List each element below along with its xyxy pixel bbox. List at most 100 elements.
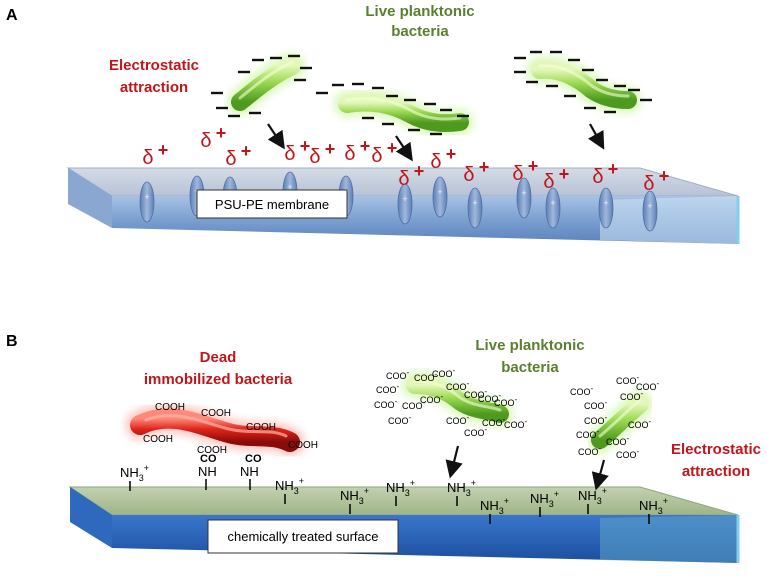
pore-charge-sign: + <box>521 188 526 198</box>
live-bacterium <box>226 52 306 116</box>
pore-charge-sign: + <box>437 187 442 197</box>
delta-plus-sign: + <box>158 140 169 160</box>
attraction-arrow <box>267 123 285 150</box>
surface-label: chemically treated surface <box>227 529 378 544</box>
amide-links: CO CO NH NH <box>198 453 262 490</box>
amine-group-label: NH3+ <box>480 496 509 516</box>
carboxylate-label: COO- <box>420 392 444 405</box>
pore-charge-sign: + <box>603 198 608 208</box>
membrane-pore <box>397 183 413 225</box>
cooh-label: COOH <box>201 408 231 419</box>
carboxylate-label: COO- <box>478 391 502 404</box>
nh-link-label: NH <box>198 464 217 479</box>
carboxylate-label: COO- <box>628 417 652 430</box>
carboxylate-label: COO- <box>414 370 438 383</box>
co-link-label: CO <box>200 453 217 465</box>
attraction-arrow <box>445 445 463 479</box>
delta-plus-sign: + <box>479 157 490 177</box>
delta-charge-symbol: δ <box>543 171 554 193</box>
membrane-pore <box>139 181 155 223</box>
delta-charge-symbol: δ <box>142 147 153 169</box>
membrane-pore <box>545 187 561 229</box>
membrane-pore <box>432 176 448 218</box>
pore-charge-sign: + <box>287 182 292 192</box>
amine-group-label: NH3+ <box>386 478 415 498</box>
carboxylate-label: COO- <box>376 382 400 395</box>
carboxylate-label: COO- <box>386 368 410 381</box>
carboxylate-label: COO- <box>620 389 644 402</box>
delta-plus-sign: + <box>528 156 539 176</box>
panel-b-electrostatic-heading-line1: Electrostatic <box>671 441 761 458</box>
panel-b-live-bacteria-heading-line2: bacteria <box>501 359 559 376</box>
cooh-label: COOH <box>197 445 227 456</box>
delta-charge-symbol: δ <box>398 168 409 190</box>
carboxylate-label: COO- <box>584 413 608 426</box>
delta-plus-sign: + <box>300 136 311 156</box>
membrane-pore <box>642 190 658 232</box>
delta-charge-symbol: δ <box>284 143 295 165</box>
carboxylate-label: COO- <box>570 384 594 397</box>
amine-group-label: NH3+ <box>120 463 149 483</box>
panel-b: B Dead immobilized bacteria Live plankto… <box>6 333 761 563</box>
delta-charge-symbol: δ <box>643 173 654 195</box>
amine-group-label: NH3+ <box>578 486 607 506</box>
panel-b-live-bacteria-heading-line1: Live planktonic <box>475 337 584 354</box>
delta-charge-symbol: δ <box>344 143 355 165</box>
delta-charge-symbol: δ <box>309 146 320 168</box>
panel-a: A Live planktonic bacteria Electrostatic… <box>6 3 740 244</box>
carboxylate-label: COO- <box>482 415 506 428</box>
carboxylate-label: COO- <box>432 366 456 379</box>
attraction-arrow <box>395 135 413 162</box>
delta-charge-symbol: δ <box>200 130 211 152</box>
amine-group-label: NH3+ <box>530 489 559 509</box>
carboxylate-label: COO- <box>402 398 426 411</box>
pore-charge-sign: + <box>647 201 652 211</box>
delta-plus-sign: + <box>446 144 457 164</box>
pore-charge-sign: + <box>144 192 149 202</box>
amine-group-label: NH3+ <box>447 478 476 498</box>
membrane-pore <box>467 187 483 229</box>
surface-charges: δ+δ+δ+δ+δ+δ+δ+δ+δ+δ+δ+δ+δ+δ+ <box>142 123 669 195</box>
cooh-label: COOH <box>288 440 318 451</box>
delta-plus-sign: + <box>608 159 619 179</box>
carboxylate-label: COO- <box>494 395 518 408</box>
live-bacterium <box>401 371 514 428</box>
delta-plus-sign: + <box>360 136 371 156</box>
carboxylate-label: COO- <box>584 398 608 411</box>
membrane-label-box <box>196 189 348 219</box>
amine-group-label: NH3+ <box>340 486 369 506</box>
membrane-pore <box>516 177 532 219</box>
carboxylate-label: COO- <box>576 427 600 440</box>
panel-b-label: B <box>6 333 18 350</box>
carboxylate-label: COO- <box>464 425 488 438</box>
carboxylate-label: COO- <box>464 387 488 400</box>
delta-plus-sign: + <box>659 166 670 186</box>
carboxylate-label: COO- <box>504 417 528 430</box>
live-bacterium <box>333 88 474 137</box>
delta-plus-sign: + <box>241 141 252 161</box>
delta-charge-symbol: δ <box>512 163 523 185</box>
surface-label-box <box>207 519 399 554</box>
carboxylate-label: COO- <box>374 397 398 410</box>
carboxylate-label: COO- <box>606 434 630 447</box>
carboxylate-label: COO- <box>616 373 640 386</box>
carboxylate-label: COO- <box>578 444 602 457</box>
delta-charge-symbol: δ <box>592 166 603 188</box>
panel-a-label: A <box>6 7 18 24</box>
dead-bacterium-carboxyl-groups: COOH COOH COOH COOH COOH COOH <box>143 402 318 456</box>
carboxylate-label: COO- <box>388 413 412 426</box>
delta-plus-sign: + <box>216 123 227 143</box>
panel-a-electrostatic-heading-line1: Electrostatic <box>109 57 199 74</box>
panel-b-dead-heading-line1: Dead <box>200 349 237 366</box>
panel-b-dead-heading-line2: immobilized bacteria <box>144 371 293 388</box>
live-bacterium <box>586 390 654 454</box>
pore-charge-sign: + <box>402 194 407 204</box>
membrane-label: PSU-PE membrane <box>215 197 329 212</box>
delta-plus-sign: + <box>387 138 398 158</box>
amine-group-label: NH3+ <box>275 476 304 496</box>
amine-group-label: NH3+ <box>639 496 668 516</box>
delta-plus-sign: + <box>559 164 570 184</box>
pore-charge-sign: + <box>472 198 477 208</box>
cooh-label: COOH <box>155 402 185 413</box>
